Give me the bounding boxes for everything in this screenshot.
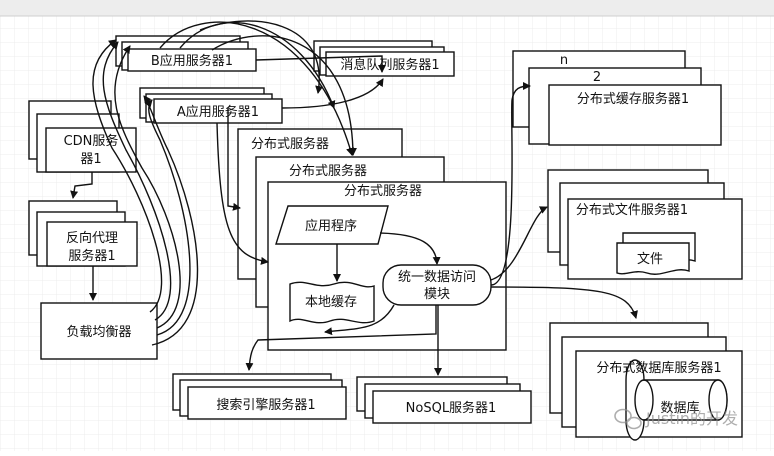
cache-stack-n-label: n <box>560 53 568 68</box>
search-server-label: 搜索引擎服务器1 <box>216 397 315 413</box>
app-server-a-stack <box>139 87 283 124</box>
local-cache-label: 本地缓存 <box>305 295 357 310</box>
load-balancer-label: 负载均衡器 <box>66 325 131 340</box>
database-cylinder <box>625 359 728 441</box>
reverse-proxy-label-line1: 反向代理 <box>66 230 118 246</box>
file-label: 文件 <box>637 252 663 267</box>
watermark: Justin的开发 <box>614 408 738 430</box>
app-program-box <box>275 205 389 245</box>
app-program-label: 应用程序 <box>305 218 357 234</box>
nosql-server-stack <box>356 376 532 424</box>
cdn-server-stack <box>28 100 137 173</box>
top-bar <box>0 0 774 16</box>
connectors <box>70 20 638 376</box>
load-balancer-box <box>40 302 158 360</box>
file-server-label: 分布式文件服务器1 <box>576 202 688 218</box>
app-server-b-stack <box>115 35 257 72</box>
nosql-server-label: NoSQL服务器1 <box>406 400 497 416</box>
search-server-stack <box>172 373 347 420</box>
local-cache-box <box>289 281 375 324</box>
app-server-b-label: B应用服务器1 <box>151 53 233 69</box>
reverse-proxy-label-line2: 服务器1 <box>68 248 115 264</box>
mq-server-label: 消息队列服务器1 <box>340 57 439 73</box>
reverse-proxy-stack <box>28 200 138 267</box>
dist-server-label-3: 分布式服务器 <box>344 183 422 199</box>
cache-server-label: 分布式缓存服务器1 <box>577 91 689 107</box>
cdn-label-line1: CDN服务 <box>64 133 119 149</box>
database-label: 数据库 <box>660 400 699 416</box>
data-access-label-line2: 模块 <box>424 287 450 302</box>
cache-stack-2-label: 2 <box>593 70 601 85</box>
cache-server-stack <box>512 50 722 146</box>
cdn-label-line2: 器1 <box>80 152 101 167</box>
dist-server-label-2: 分布式服务器 <box>289 163 367 179</box>
app-server-a-label: A应用服务器1 <box>177 104 259 120</box>
file-icon-stack <box>616 232 696 275</box>
data-access-label-line1: 统一数据访问 <box>398 270 476 285</box>
db-server-label: 分布式数据库服务器1 <box>596 360 721 376</box>
watermark-text: Justin的开发 <box>645 409 738 428</box>
dist-server-label-1: 分布式服务器 <box>251 136 329 152</box>
wechat-icon <box>614 408 642 430</box>
